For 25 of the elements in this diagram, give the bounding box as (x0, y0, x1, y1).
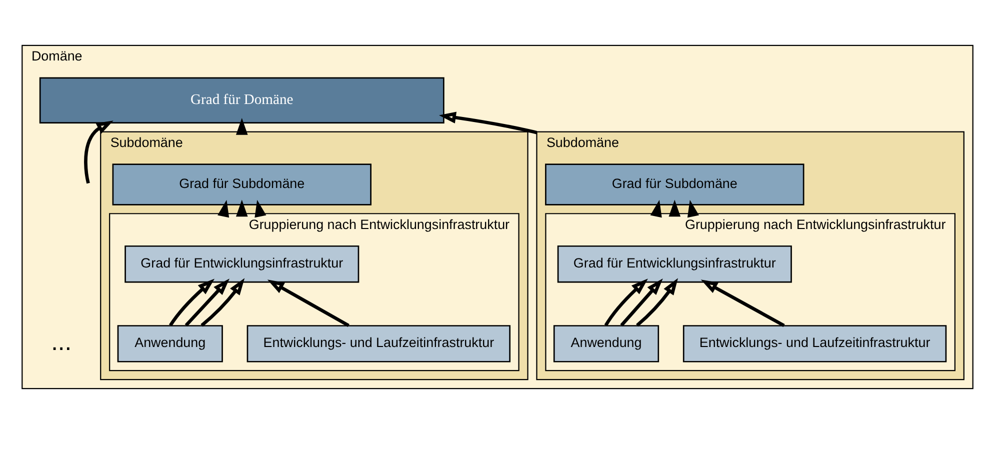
node-box: Grad für Domäne (39, 77, 444, 124)
arrow (84, 120, 114, 184)
arrow (267, 280, 350, 328)
node-box: Anwendung (117, 325, 223, 362)
arrow (604, 278, 648, 326)
arrow (184, 278, 230, 327)
arrow (200, 278, 245, 327)
arrow (636, 278, 678, 327)
arrow (236, 118, 248, 135)
label: ... (51, 328, 72, 356)
node-box: Grad für Subdomäne (545, 164, 804, 206)
arrow (687, 200, 699, 218)
arrow (700, 280, 785, 328)
node-box: Anwendung (553, 325, 660, 362)
node-box: Grad für Entwicklungsinfrastruktur (124, 245, 360, 283)
arrow (168, 278, 215, 326)
node-box: Grad für Entwicklungsinfrastruktur (557, 245, 792, 283)
arrow (236, 200, 248, 217)
node-box: Grad für Subdomäne (112, 164, 372, 206)
arrow (218, 200, 230, 218)
arrow (668, 200, 681, 217)
arrow (439, 112, 538, 134)
node-box: Entwicklungs- und Laufzeitinfrastruktur (682, 325, 947, 362)
node-box: Entwicklungs- und Laufzeitinfrastruktur (246, 325, 510, 362)
arrow (620, 278, 663, 326)
